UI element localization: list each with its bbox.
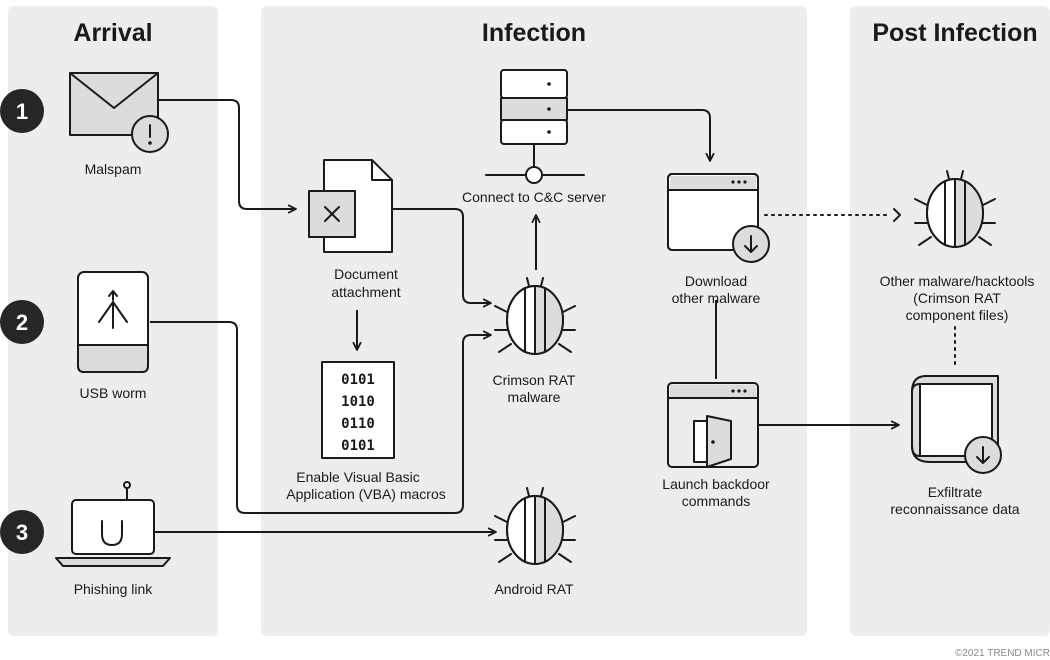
exfiltrate-label-line1: Exfiltrate bbox=[928, 484, 983, 500]
usb-drive-icon bbox=[77, 271, 149, 373]
other-malware-label-line3: component files) bbox=[906, 307, 1009, 323]
launch-backdoor-label-line2: commands bbox=[682, 493, 750, 509]
data-book-icon bbox=[911, 375, 1002, 474]
usb-worm-label: USB worm bbox=[80, 385, 147, 401]
phishing-laptop-icon bbox=[55, 481, 171, 567]
other-malware-label-line1: Other malware/hacktools bbox=[880, 273, 1035, 289]
download-malware-label-line1: Download bbox=[685, 273, 747, 289]
cc-server-label: Connect to C&C server bbox=[462, 189, 606, 205]
binary-row-1: 0101 bbox=[341, 372, 375, 388]
arrow-usb-to-crimson-rat bbox=[150, 321, 492, 514]
exfiltrate-label-line2: reconnaissance data bbox=[890, 501, 1019, 517]
phishing-link-label: Phishing link bbox=[74, 581, 154, 597]
arrow-server-to-download bbox=[567, 109, 715, 162]
enable-vba-label-line1: Enable Visual Basic bbox=[296, 469, 419, 485]
backdoor-window-icon bbox=[667, 382, 759, 468]
svg-text:1: 1 bbox=[16, 99, 28, 124]
step-badge-2: 2 bbox=[0, 300, 44, 344]
other-malware-label-line2: (Crimson RAT bbox=[913, 290, 1001, 306]
android-rat-label: Android RAT bbox=[494, 581, 574, 597]
step-badge-3: 3 bbox=[0, 510, 44, 554]
enable-vba-label-line2: Application (VBA) macros bbox=[286, 486, 446, 502]
svg-text:3: 3 bbox=[16, 520, 28, 545]
post-infection-panel bbox=[850, 6, 1050, 636]
copyright-text: ©2021 TREND MICRO bbox=[955, 648, 1050, 659]
post-infection-header: Post Infection bbox=[872, 19, 1037, 47]
envelope-icon bbox=[69, 72, 169, 153]
malspam-label: Malspam bbox=[85, 161, 142, 177]
crimson-rat-bug-icon bbox=[494, 277, 576, 355]
arrow-document-to-crimson-rat bbox=[392, 208, 492, 308]
arrival-header: Arrival bbox=[73, 19, 152, 47]
crimson-rat-label-line2: malware bbox=[508, 389, 561, 405]
arrow-malspam-to-document bbox=[158, 99, 297, 214]
binary-row-2: 1010 bbox=[341, 394, 375, 410]
document-attachment-label-line2: attachment bbox=[331, 284, 400, 300]
binary-code-icon: 0101 1010 0110 0101 bbox=[321, 361, 395, 459]
download-window-icon bbox=[667, 173, 770, 263]
svg-text:2: 2 bbox=[16, 310, 28, 335]
download-malware-label-line2: other malware bbox=[672, 290, 761, 306]
document-attachment-label-line1: Document bbox=[334, 266, 398, 282]
infection-header: Infection bbox=[482, 19, 586, 47]
document-icon bbox=[308, 159, 393, 253]
binary-row-3: 0110 bbox=[341, 416, 375, 432]
step-badge-1: 1 bbox=[0, 89, 44, 133]
android-rat-bug-icon bbox=[494, 487, 576, 565]
launch-backdoor-label-line1: Launch backdoor bbox=[662, 476, 770, 492]
binary-row-4: 0101 bbox=[341, 438, 375, 454]
crimson-rat-label-line1: Crimson RAT bbox=[493, 372, 576, 388]
flow-connectors bbox=[150, 99, 956, 537]
dotted-arrowhead bbox=[893, 208, 901, 222]
other-malware-bug-icon bbox=[914, 170, 996, 248]
server-icon bbox=[485, 69, 585, 184]
